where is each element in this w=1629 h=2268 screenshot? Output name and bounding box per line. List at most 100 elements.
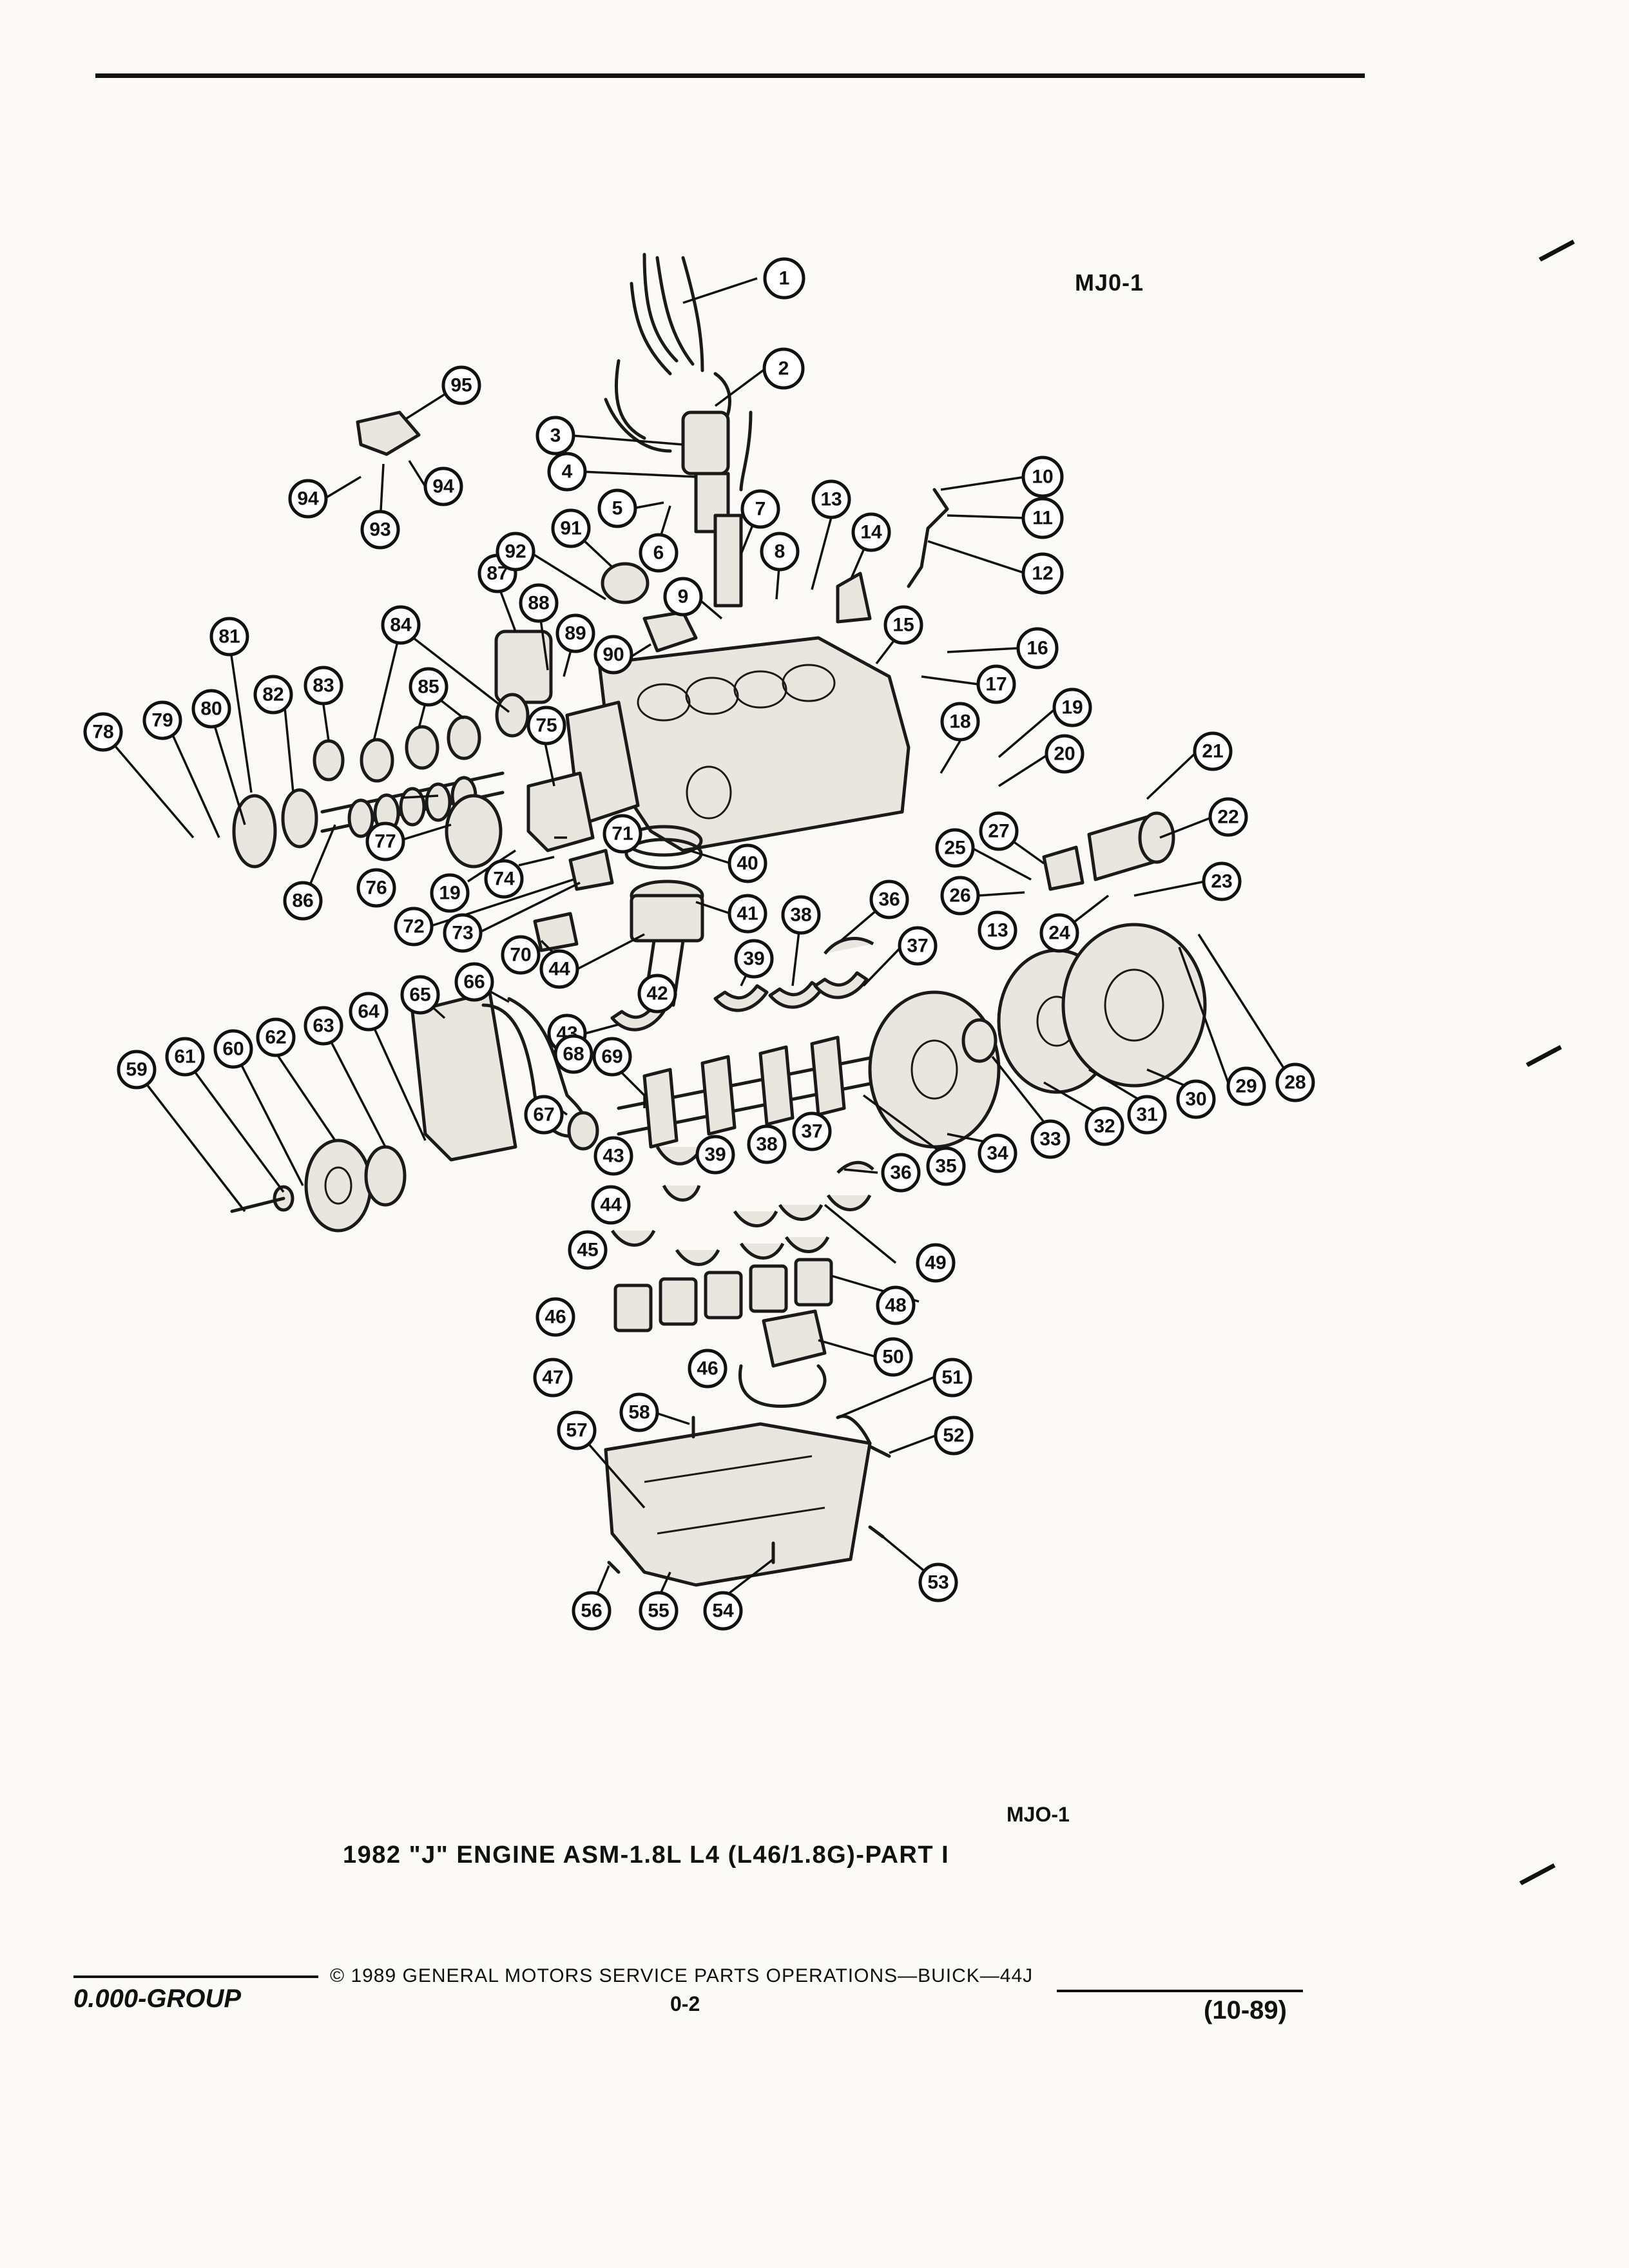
callout-label: 5 <box>612 498 623 519</box>
callout-label: 54 <box>712 1600 734 1622</box>
callout-label: 4 <box>562 461 573 483</box>
callout-label: 38 <box>790 905 811 926</box>
callout-23: 23 <box>1202 861 1242 901</box>
callout-31: 31 <box>1127 1095 1167 1135</box>
callout-label: 88 <box>528 593 549 614</box>
callout-28: 28 <box>1275 1062 1315 1102</box>
callout-label: 70 <box>510 945 531 966</box>
callout-71: 71 <box>602 814 642 854</box>
callout-40: 40 <box>728 843 767 883</box>
callout-label: 59 <box>126 1059 147 1081</box>
callout-51: 51 <box>932 1358 972 1398</box>
callout-label: 41 <box>737 903 758 925</box>
callout-79: 79 <box>142 700 182 740</box>
callout-13-upper: 13 <box>811 479 851 519</box>
callout-label: 93 <box>369 519 390 541</box>
callout-label: 17 <box>985 674 1007 695</box>
callout-label: 16 <box>1027 638 1048 659</box>
callout-label: 53 <box>927 1572 949 1593</box>
callout-39-lower: 39 <box>695 1135 735 1175</box>
callout-21: 21 <box>1193 731 1233 771</box>
footer-rule-left <box>73 1975 318 1978</box>
callout-label: 47 <box>542 1367 563 1389</box>
callout-44-lower: 44 <box>591 1185 631 1225</box>
callout-86: 86 <box>283 881 323 921</box>
callout-61: 61 <box>165 1037 205 1077</box>
callout-label: 50 <box>882 1347 903 1368</box>
callout-83: 83 <box>304 666 343 706</box>
callout-label: 76 <box>365 878 387 899</box>
callout-63: 63 <box>304 1006 343 1046</box>
callout-43-lower: 43 <box>593 1136 633 1176</box>
callout-36-lower: 36 <box>881 1153 921 1193</box>
callout-label: 69 <box>601 1046 622 1068</box>
callout-13-lower: 13 <box>978 910 1017 950</box>
callout-74: 74 <box>484 859 524 899</box>
callout-label: 23 <box>1211 871 1232 892</box>
callout-label: 36 <box>878 889 900 910</box>
callout-54: 54 <box>703 1591 743 1631</box>
callout-15: 15 <box>883 605 923 645</box>
figure-caption: 1982 "J" ENGINE ASM-1.8L L4 (L46/1.8G)-P… <box>343 1841 950 1869</box>
callout-label: 38 <box>756 1134 777 1155</box>
callout-label: 43 <box>602 1146 624 1167</box>
callout-57: 57 <box>557 1410 597 1450</box>
callout-41: 41 <box>728 894 767 934</box>
callout-label: 75 <box>535 715 557 736</box>
callout-8: 8 <box>760 532 800 572</box>
callout-label: 8 <box>775 541 786 562</box>
callout-label: 30 <box>1185 1089 1206 1110</box>
callout-22: 22 <box>1208 797 1248 837</box>
callout-label: 12 <box>1032 563 1053 584</box>
callout-88: 88 <box>519 583 559 623</box>
callout-label: 85 <box>418 677 439 698</box>
callout-33: 33 <box>1030 1119 1070 1159</box>
callout-30: 30 <box>1176 1079 1216 1119</box>
callout-12: 12 <box>1021 552 1064 595</box>
callout-label: 42 <box>646 983 668 1004</box>
callout-49: 49 <box>916 1243 956 1283</box>
callout-label: 60 <box>222 1039 244 1060</box>
callout-label: 9 <box>678 586 689 608</box>
callout-label: 57 <box>566 1420 587 1441</box>
callout-label: 44 <box>600 1195 622 1216</box>
callout-5: 5 <box>597 488 637 528</box>
callout-68: 68 <box>554 1034 593 1074</box>
callout-66: 66 <box>454 962 494 1002</box>
callout-label: 66 <box>463 972 485 993</box>
footer-rule-right <box>1057 1990 1303 1992</box>
callout-label: 33 <box>1039 1129 1061 1150</box>
callout-label: 79 <box>151 710 173 731</box>
callout-10: 10 <box>1021 456 1064 498</box>
callout-label: 67 <box>533 1104 554 1126</box>
callout-76: 76 <box>356 868 396 908</box>
callout-label: 46 <box>697 1358 718 1379</box>
callout-50: 50 <box>873 1337 913 1377</box>
callout-69: 69 <box>592 1037 632 1077</box>
callout-2: 2 <box>762 347 805 390</box>
callout-label: 95 <box>450 375 472 396</box>
callout-label: 55 <box>648 1600 669 1622</box>
callout-78: 78 <box>83 712 123 752</box>
callout-label: 13 <box>820 489 842 510</box>
callout-46-left: 46 <box>535 1297 575 1337</box>
callout-label: 34 <box>987 1143 1008 1164</box>
callout-45: 45 <box>568 1230 608 1270</box>
callout-label: 64 <box>358 1001 380 1023</box>
callout-14: 14 <box>851 512 891 552</box>
copyright-line: © 1989 GENERAL MOTORS SERVICE PARTS OPER… <box>330 1965 1034 1986</box>
callout-label: 25 <box>944 838 965 859</box>
callout-26: 26 <box>940 876 980 916</box>
callout-75: 75 <box>526 706 566 745</box>
callout-44-upper: 44 <box>539 949 579 989</box>
callout-95: 95 <box>441 365 481 405</box>
callout-64: 64 <box>349 992 389 1032</box>
callout-label: 68 <box>563 1044 584 1065</box>
callout-label: 26 <box>949 885 970 907</box>
callout-label: 46 <box>545 1307 566 1328</box>
callout-label: 11 <box>1032 508 1053 529</box>
figure-code-top: MJ0-1 <box>1075 269 1144 296</box>
callout-38-lower: 38 <box>747 1124 787 1164</box>
callout-37-lower: 37 <box>792 1111 832 1151</box>
